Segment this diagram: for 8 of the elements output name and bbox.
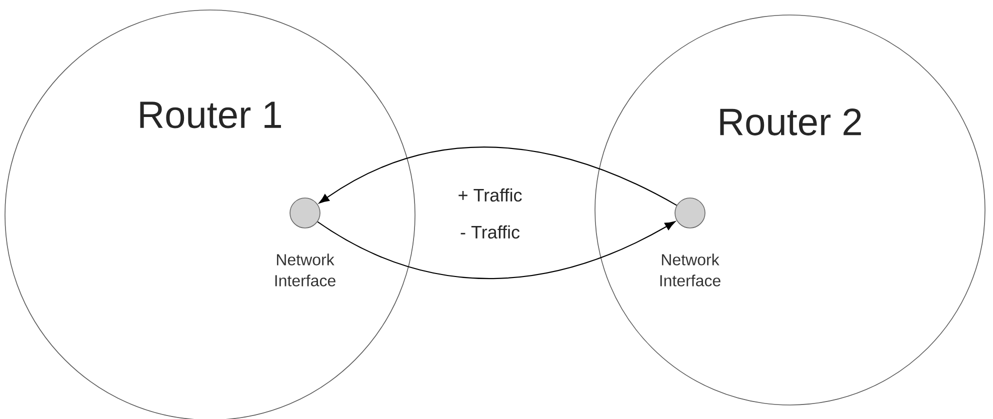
interface-circle bbox=[290, 198, 320, 228]
node-caption: Network Interface bbox=[660, 254, 720, 286]
edge-label: - Traffic bbox=[459, 224, 521, 240]
curved-arrow bbox=[318, 146, 677, 206]
node-caption: Network Interface bbox=[275, 254, 336, 286]
interface-circle bbox=[674, 198, 706, 228]
edge-label: + Traffic bbox=[456, 187, 524, 203]
curved-arrow bbox=[317, 221, 676, 280]
